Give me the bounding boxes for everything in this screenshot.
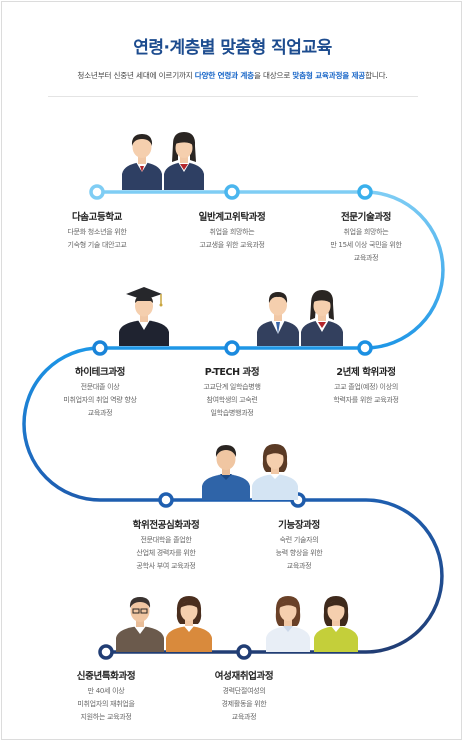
course-women-reemploy: 여성재취업과정 경력단절여성의 경제활동을 위한 교육과정 bbox=[214, 668, 274, 724]
course-desc: 취업을 희망하는 고교생을 위한 교육과정 bbox=[199, 226, 266, 252]
node-tech bbox=[357, 184, 373, 200]
course-name: 하이테크과정 bbox=[74, 367, 126, 378]
subtitle-text: 청소년부터 신중년 세대에 이르기까지 bbox=[77, 71, 195, 80]
course-desc-line: 숙련 기술자의 bbox=[279, 536, 319, 544]
course-name: 학위전공심화과정 bbox=[132, 520, 200, 531]
course-desc-line: 교육과정 bbox=[286, 562, 312, 570]
node-dasom bbox=[89, 184, 105, 200]
node-new-middle-aged bbox=[98, 644, 114, 660]
course-desc: 전문대졸 이상 미취업자의 취업 역량 향상 교육과정 bbox=[63, 381, 137, 420]
course-desc-line: 만 40세 이상 bbox=[87, 687, 125, 695]
middle-aged-pair-icon bbox=[114, 590, 214, 652]
course-desc-line: 전문대졸 이상 bbox=[80, 383, 120, 391]
course-desc-line: 학력자를 위한 교육과정 bbox=[333, 396, 399, 404]
adult-pair-icon bbox=[200, 438, 300, 500]
title-divider bbox=[48, 96, 418, 97]
course-desc-line: 교육과정 bbox=[231, 713, 257, 721]
course-desc-line: 경력단절여성의 bbox=[222, 687, 266, 695]
course-desc-line: 만 15세 이상 국민을 위한 bbox=[330, 241, 402, 249]
course-2year: 2년제 학위과정 고교 졸업(예정) 이상의 학력자를 위한 교육과정 bbox=[333, 364, 399, 407]
course-desc-line: 미취업자의 재취업을 bbox=[77, 700, 135, 708]
course-desc-line: 산업체 경력자를 위한 bbox=[136, 549, 196, 557]
course-desc-line: 전문대학을 졸업한 bbox=[140, 536, 192, 544]
course-desc: 만 40세 이상 미취업자의 재취업을 지원하는 교육과정 bbox=[77, 685, 135, 724]
subtitle-text-2: 을 대상으로 bbox=[253, 71, 293, 80]
page-title: 연령·계층별 맞춤형 직업교육 bbox=[133, 38, 332, 58]
node-hightech bbox=[92, 340, 108, 356]
course-general-consign: 일반계고위탁과정 취업을 희망하는 고교생을 위한 교육과정 bbox=[199, 209, 266, 252]
node-women-reemploy bbox=[236, 644, 252, 660]
subtitle-highlight-1: 다양한 연령과 계층 bbox=[194, 71, 254, 80]
course-desc-line: 교육과정 bbox=[353, 254, 379, 262]
course-desc-line: 기숙형 기술 대안고교 bbox=[67, 241, 127, 249]
course-desc-line: 취업을 희망하는 bbox=[343, 228, 389, 236]
graduation-students-icon bbox=[118, 128, 212, 190]
uniform-students-icon bbox=[254, 284, 348, 346]
course-nodes bbox=[89, 184, 373, 660]
course-desc: 취업을 희망하는 만 15세 이상 국민을 위한 교육과정 bbox=[330, 226, 402, 265]
node-advanced-degree bbox=[158, 492, 174, 508]
node-2year bbox=[357, 340, 373, 356]
course-desc: 고교 졸업(예정) 이상의 학력자를 위한 교육과정 bbox=[333, 381, 399, 407]
course-desc-line: 참여학생의 고숙련 bbox=[206, 396, 258, 404]
course-name: 일반계고위탁과정 bbox=[198, 212, 266, 223]
course-desc-line: 취업을 희망하는 bbox=[209, 228, 255, 236]
node-general-consign bbox=[224, 184, 240, 200]
course-desc-line: 미취업자의 취업 역량 향상 bbox=[63, 396, 137, 404]
course-dasom: 다솜고등학교 다문화 청소년을 위한 기숙형 기술 대안고교 bbox=[67, 209, 126, 252]
course-name: 전문기술과정 bbox=[340, 212, 392, 223]
course-desc-line: 경제활동을 위한 bbox=[221, 700, 267, 708]
course-ptech: P-TECH 과정 고교단계 일학습병행 참여학생의 고숙련 일학습병행과정 bbox=[203, 364, 260, 420]
subtitle-highlight-2: 맞춤형 교육과정을 제공 bbox=[292, 71, 366, 80]
course-desc: 전문대학을 졸업한 산업체 경력자를 위한 공학사 부여 교육과정 bbox=[133, 534, 200, 573]
graduate-cap-icon bbox=[116, 284, 172, 346]
course-desc: 고교단계 일학습병행 참여학생의 고숙련 일학습병행과정 bbox=[203, 381, 260, 420]
course-desc-line: 지원하는 교육과정 bbox=[80, 713, 132, 721]
course-name: 기능장과정 bbox=[278, 520, 320, 531]
course-name: 신중년특화과정 bbox=[76, 671, 136, 682]
course-desc-line: 능력 향상을 위한 bbox=[275, 549, 323, 557]
course-desc-line: 고교생을 위한 교육과정 bbox=[199, 241, 265, 249]
page-subtitle: 청소년부터 신중년 세대에 이르기까지 다양한 연령과 계층을 대상으로 맞춤형… bbox=[0, 70, 465, 81]
course-new-middle-aged: 신중년특화과정 만 40세 이상 미취업자의 재취업을 지원하는 교육과정 bbox=[76, 668, 136, 724]
course-tech: 전문기술과정 취업을 희망하는 만 15세 이상 국민을 위한 교육과정 bbox=[330, 209, 402, 265]
course-name: 여성재취업과정 bbox=[214, 671, 274, 682]
course-desc-line: 다문화 청소년을 위한 bbox=[67, 228, 127, 236]
course-name: 2년제 학위과정 bbox=[336, 367, 396, 378]
subtitle-text-3: 합니다. bbox=[365, 71, 388, 80]
course-desc-line: 고교 졸업(예정) 이상의 bbox=[334, 383, 398, 391]
course-name: P-TECH 과정 bbox=[204, 367, 260, 378]
course-master-craftsman: 기능장과정 숙련 기술자의 능력 향상을 위한 교육과정 bbox=[276, 517, 323, 573]
course-desc: 경력단절여성의 경제활동을 위한 교육과정 bbox=[215, 685, 273, 724]
course-desc-line: 교육과정 bbox=[87, 409, 113, 417]
women-pair-icon bbox=[264, 590, 360, 652]
course-hightech: 하이테크과정 전문대졸 이상 미취업자의 취업 역량 향상 교육과정 bbox=[63, 364, 137, 420]
course-desc-line: 일학습병행과정 bbox=[210, 409, 254, 417]
course-name: 다솜고등학교 bbox=[71, 212, 123, 223]
course-advanced-degree: 학위전공심화과정 전문대학을 졸업한 산업체 경력자를 위한 공학사 부여 교육… bbox=[133, 517, 200, 573]
course-desc-line: 고교단계 일학습병행 bbox=[203, 383, 261, 391]
course-desc-line: 공학사 부여 교육과정 bbox=[136, 562, 196, 570]
course-desc: 숙련 기술자의 능력 향상을 위한 교육과정 bbox=[276, 534, 323, 573]
node-ptech bbox=[224, 340, 240, 356]
course-desc: 다문화 청소년을 위한 기숙형 기술 대안고교 bbox=[67, 226, 126, 252]
